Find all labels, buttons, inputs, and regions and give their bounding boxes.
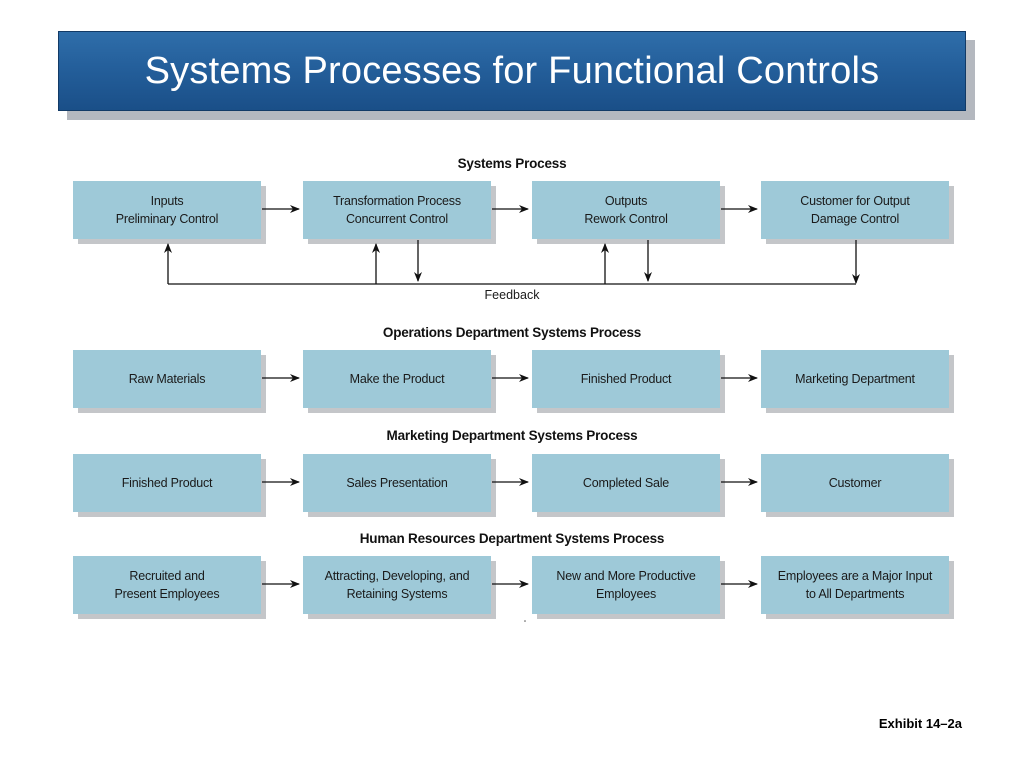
- box-line-1: Make the Product: [349, 372, 445, 386]
- section-heading-human-resources: Human Resources Department Systems Proce…: [359, 531, 665, 546]
- process-box-transformation: Transformation Process Concurrent Contro…: [303, 181, 491, 239]
- box-line-1: Finished Product: [580, 372, 672, 386]
- box-line-1: Completed Sale: [582, 476, 670, 490]
- section-heading-operations: Operations Department Systems Process: [382, 325, 642, 340]
- box-line-1: Employees are a Major Input: [777, 569, 933, 583]
- section-heading-systems-process: Systems Process: [457, 156, 567, 171]
- exhibit-label: Exhibit 14–2a: [878, 716, 962, 731]
- process-box-productive-employees: New and More Productive Employees: [532, 556, 720, 614]
- box-line-1: Customer: [828, 476, 882, 490]
- box-line-1: Inputs: [150, 194, 184, 208]
- box-line-1: Finished Product: [121, 476, 213, 490]
- title-bar: Systems Processes for Functional Control…: [58, 31, 966, 111]
- box-line-2: Preliminary Control: [115, 212, 219, 226]
- process-box-outputs: Outputs Rework Control: [532, 181, 720, 239]
- box-line-1: Attracting, Developing, and: [324, 569, 470, 583]
- process-box-completed-sale: Completed Sale: [532, 454, 720, 512]
- feedback-label: Feedback: [484, 288, 540, 302]
- box-line-1: New and More Productive: [556, 569, 696, 583]
- box-line-1: Outputs: [604, 194, 648, 208]
- process-box-finished-product: Finished Product: [532, 350, 720, 408]
- box-line-2: Retaining Systems: [346, 587, 448, 601]
- box-line-1: Raw Materials: [128, 372, 206, 386]
- process-box-attracting-systems: Attracting, Developing, and Retaining Sy…: [303, 556, 491, 614]
- box-line-2: Concurrent Control: [345, 212, 448, 226]
- process-box-marketing-department: Marketing Department: [761, 350, 949, 408]
- box-line-2: Present Employees: [114, 587, 220, 601]
- process-box-customer: Customer: [761, 454, 949, 512]
- box-line-2: Damage Control: [810, 212, 900, 226]
- process-box-raw-materials: Raw Materials: [73, 350, 261, 408]
- process-box-make-product: Make the Product: [303, 350, 491, 408]
- process-box-inputs: Inputs Preliminary Control: [73, 181, 261, 239]
- process-box-employees-input: Employees are a Major Input to All Depar…: [761, 556, 949, 614]
- box-line-2: to All Departments: [805, 587, 905, 601]
- box-line-1: Recruited and: [129, 569, 205, 583]
- box-line-2: Rework Control: [584, 212, 668, 226]
- process-box-recruited-employees: Recruited and Present Employees: [73, 556, 261, 614]
- stray-dot: [524, 620, 526, 622]
- process-box-sales-presentation: Sales Presentation: [303, 454, 491, 512]
- box-line-1: Marketing Department: [795, 372, 915, 386]
- box-line-1: Customer for Output: [800, 194, 910, 208]
- box-line-2: Employees: [595, 587, 657, 601]
- box-line-1: Transformation Process: [333, 194, 461, 208]
- page-title: Systems Processes for Functional Control…: [144, 49, 880, 92]
- process-box-finished-product: Finished Product: [73, 454, 261, 512]
- section-heading-marketing: Marketing Department Systems Process: [386, 428, 638, 443]
- process-box-customer-output: Customer for Output Damage Control: [761, 181, 949, 239]
- box-line-1: Sales Presentation: [346, 476, 448, 490]
